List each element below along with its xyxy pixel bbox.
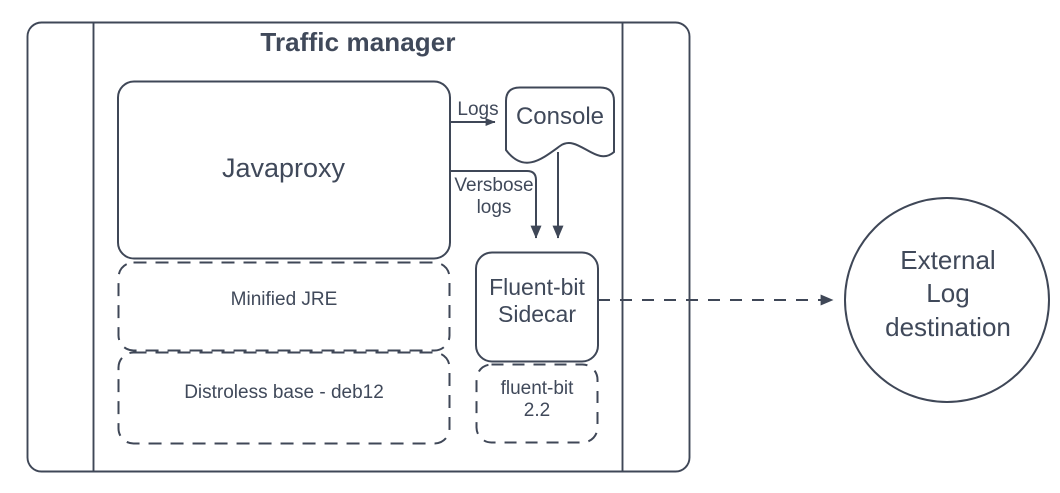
fluentbit-sidecar-box	[475, 251, 599, 363]
javaproxy-box	[117, 80, 451, 260]
edge-javaproxy-to-fluentbit	[450, 170, 542, 239]
distroless-base-box	[117, 351, 451, 445]
external-log-destination-circle	[844, 197, 1050, 403]
console-document-shape	[505, 86, 615, 164]
fluentbit-version-box	[475, 363, 599, 444]
minified-jre-box	[117, 261, 451, 352]
